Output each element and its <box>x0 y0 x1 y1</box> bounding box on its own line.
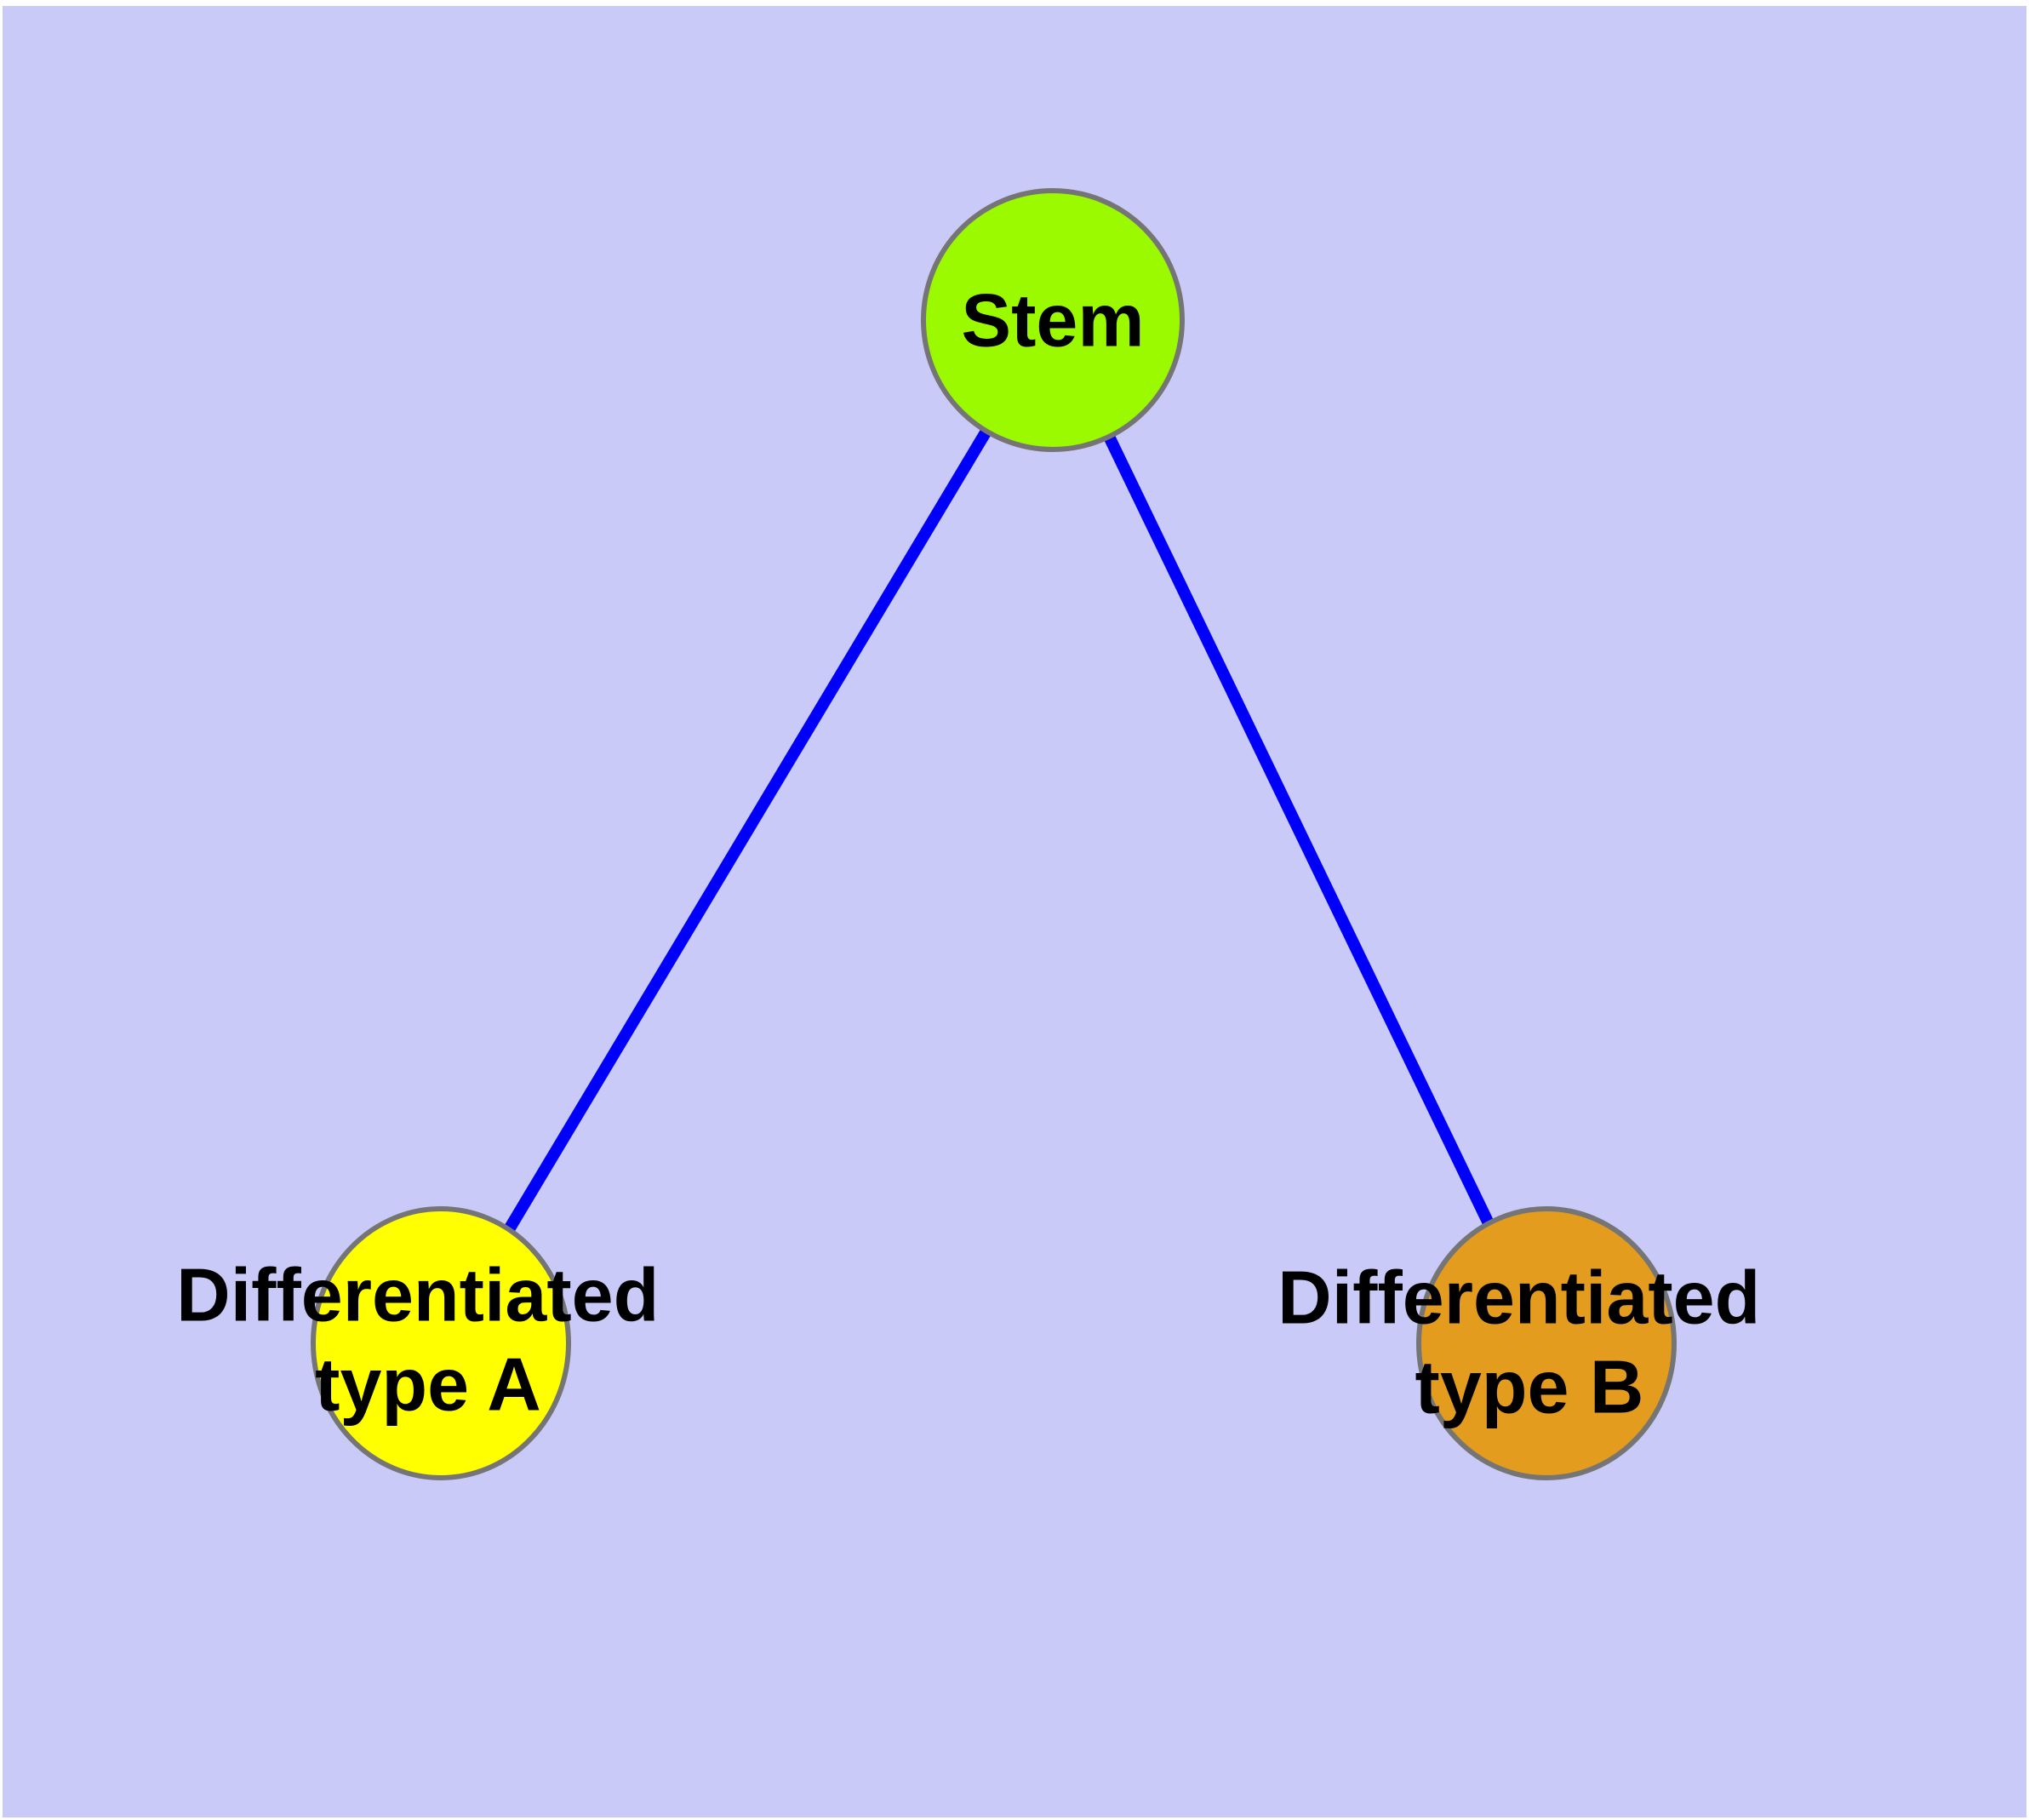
type-a-label-line1: Differentiated <box>176 1253 659 1337</box>
edge-group <box>435 317 1552 1347</box>
label-group: Stem Differentiated type A Differentiate… <box>176 278 1781 1429</box>
edge-stem-to-type-b <box>1047 317 1552 1347</box>
type-a-label-line2: type A <box>315 1342 541 1427</box>
node-group <box>311 188 1677 1480</box>
differentiated-type-b-node <box>1416 1206 1677 1480</box>
type-b-label-line2: type B <box>1415 1345 1644 1429</box>
type-b-label-line1: Differentiated <box>1277 1256 1760 1340</box>
differentiated-type-a-node <box>311 1206 571 1480</box>
stem-node <box>921 188 1185 452</box>
edge-stem-to-type-a <box>435 317 1059 1347</box>
stem-node-label: Stem <box>961 278 1144 363</box>
differentiated-type-b-label: Differentiated type B <box>1277 1229 1781 1429</box>
differentiated-type-a-label: Differentiated type A <box>176 1227 680 1427</box>
